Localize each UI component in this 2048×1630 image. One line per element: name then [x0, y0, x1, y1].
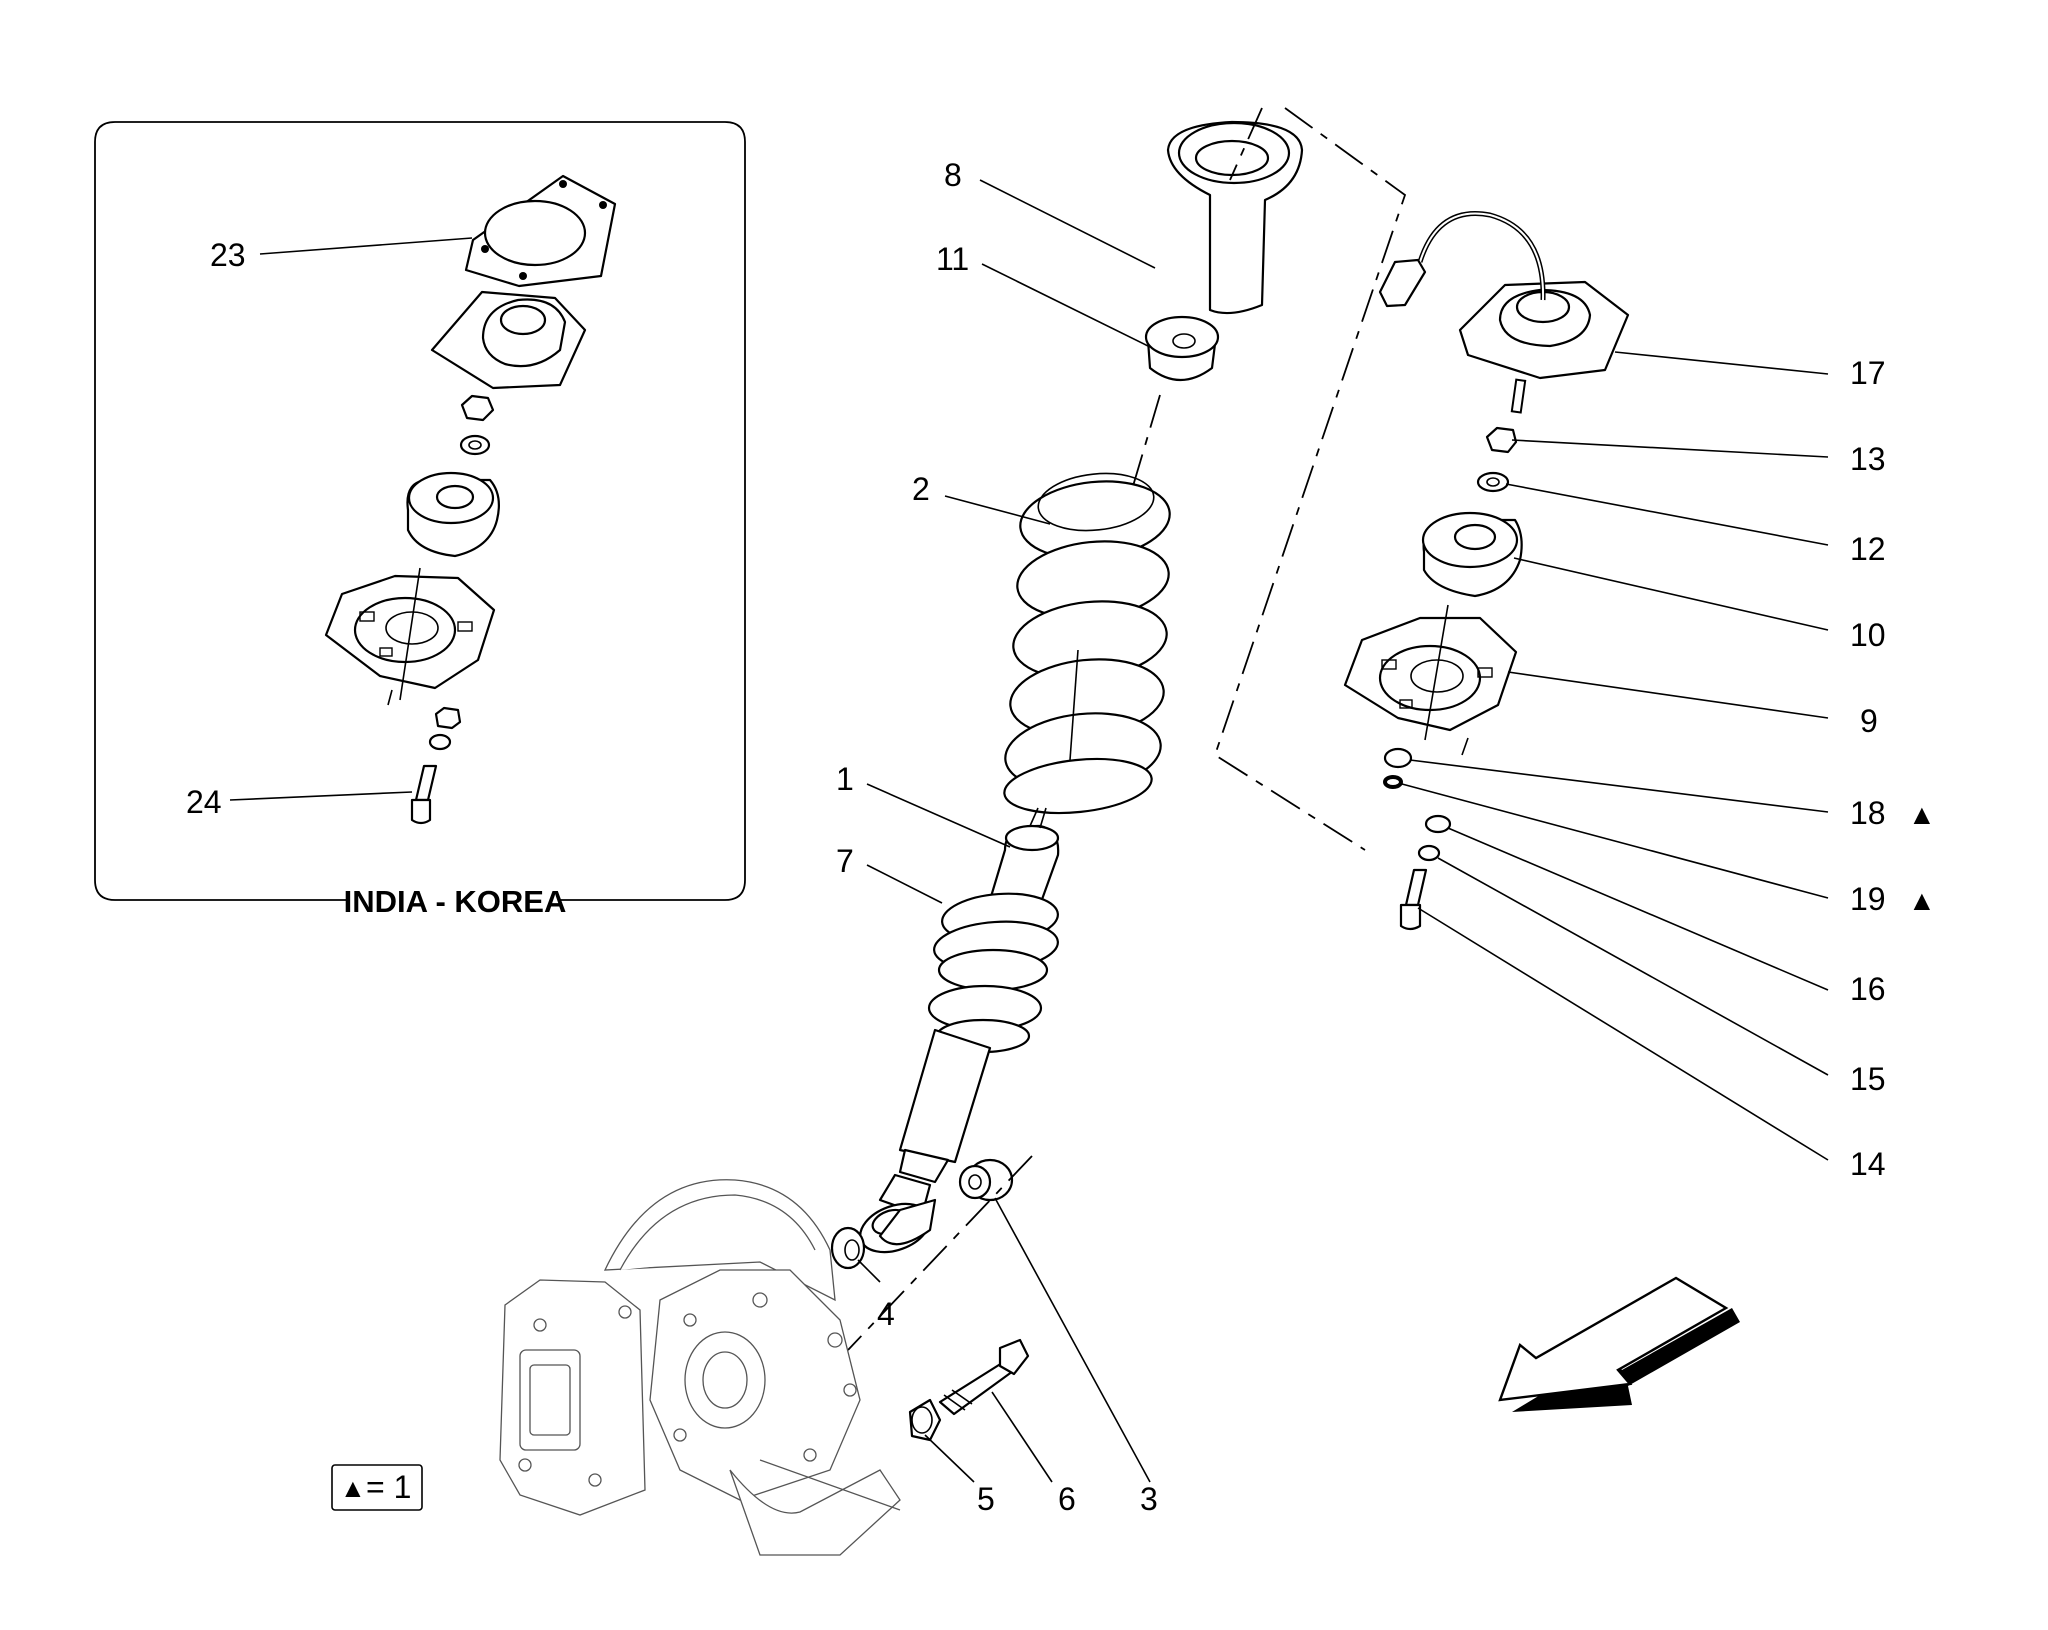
inset-rubber-mount	[406, 471, 500, 558]
callout-15: 15	[1850, 1061, 1886, 1097]
inset-upper-mount	[430, 290, 587, 390]
callout-17: 17	[1850, 355, 1886, 391]
part-11-bump-stop	[1144, 315, 1220, 381]
part-7-spring-seat	[927, 892, 1059, 1054]
part-24-bolt	[387, 689, 462, 825]
callout-9: 9	[1860, 703, 1878, 739]
callout-14: 14	[1850, 1146, 1886, 1182]
callout-18: 18	[1850, 795, 1886, 831]
callout-1: 1	[836, 761, 854, 797]
callout-19: 19	[1850, 881, 1886, 917]
part-1-shock-absorber	[988, 807, 1060, 907]
hub-knuckle-context	[499, 1179, 901, 1556]
callout-4: 4	[877, 1296, 895, 1332]
part-3-bushing	[847, 1155, 1033, 1351]
part-23-plate	[464, 174, 617, 288]
callout-16: 16	[1850, 971, 1886, 1007]
callout-12: 12	[1850, 531, 1886, 567]
part-9-lower-plate	[1343, 604, 1518, 756]
callout-2: 2	[912, 471, 930, 507]
part-19-clip	[1383, 775, 1403, 789]
part-10-rubber-mount	[1421, 511, 1523, 598]
inset-title: INDIA - KOREA	[344, 884, 567, 919]
part-8-dust-cover	[1166, 120, 1304, 315]
callout-6: 6	[1058, 1481, 1076, 1517]
callout-5: 5	[977, 1481, 995, 1517]
callout-11: 11	[936, 241, 969, 277]
callout-13: 13	[1850, 441, 1886, 477]
part-2-coil-spring	[1003, 472, 1171, 815]
inset-lower-plate	[324, 567, 496, 701]
part-15-washer	[1417, 844, 1441, 862]
callout-10: 10	[1850, 617, 1886, 653]
callout-3: 3	[1140, 1481, 1158, 1517]
part-16-washer	[1424, 814, 1452, 834]
part-13-nut	[1485, 426, 1518, 454]
inset-nut	[459, 394, 495, 456]
front-direction-arrow-icon	[1498, 1276, 1740, 1412]
callout-8: 8	[944, 157, 962, 193]
marker-18: ▲	[1908, 799, 1936, 830]
legend-box: ▲ = 1	[331, 1464, 423, 1511]
part-4-washer	[830, 1226, 866, 1270]
callout-7: 7	[836, 843, 854, 879]
callout-23: 23	[210, 237, 246, 273]
part-5-spacer	[908, 1398, 942, 1442]
legend-symbol: ▲	[340, 1473, 366, 1503]
part-12-washer	[1476, 471, 1510, 493]
part-14-bolt	[1399, 868, 1428, 931]
inset-panel: INDIA - KOREA	[94, 121, 746, 919]
callout-labels: 23 24 8 11 2 1 7 4 5 6 3 17 13 12 10 9 1…	[186, 157, 1936, 1517]
part-18-washer	[1383, 747, 1413, 769]
marker-19: ▲	[1908, 885, 1936, 916]
mount-group-bracket	[1213, 107, 1407, 851]
shock-lower-body	[859, 1028, 992, 1254]
part-6-bolt	[938, 1338, 1030, 1416]
leader-lines	[229, 179, 1829, 1483]
part-17-upper-mount	[1378, 211, 1630, 414]
callout-24: 24	[186, 784, 222, 820]
legend-text: = 1	[366, 1469, 411, 1505]
